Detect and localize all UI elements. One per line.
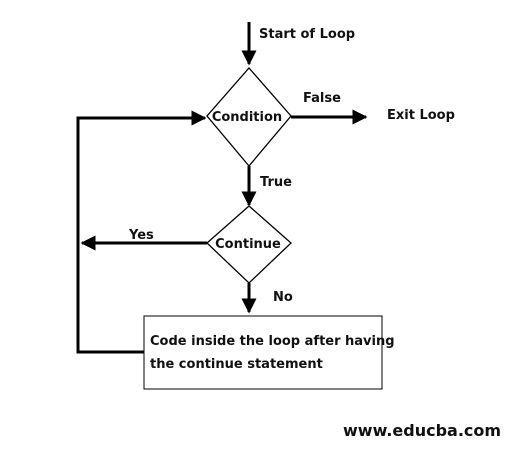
true-label: True [260, 175, 292, 190]
watermark: www.educba.com [343, 421, 501, 440]
condition-label: Condition [212, 110, 282, 125]
yes-label: Yes [128, 228, 154, 243]
false-label: False [303, 91, 341, 106]
start-label: Start of Loop [259, 27, 355, 42]
process-line-1: Code inside the loop after having [150, 334, 395, 349]
loop-back-line [76, 110, 207, 354]
exit-label: Exit Loop [387, 108, 455, 123]
process-line-2: the continue statement [150, 357, 323, 372]
process-text: Code inside the loop after having the co… [150, 330, 395, 376]
no-label: No [273, 290, 293, 305]
process-box [143, 315, 383, 390]
continue-label: Continue [215, 237, 281, 252]
